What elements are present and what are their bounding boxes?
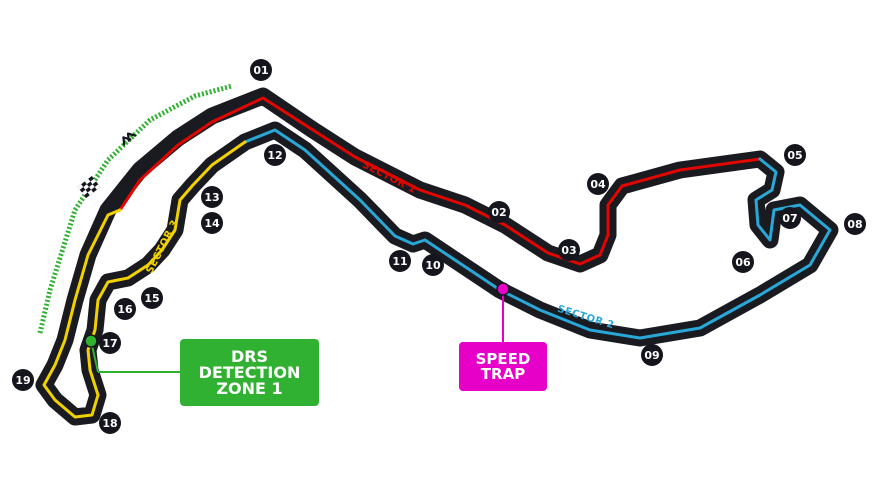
drs-line-3: ZONE 1 (216, 378, 283, 398)
turn-marker-14: 14 (201, 212, 223, 234)
turn-marker-circle (587, 173, 609, 195)
turn-marker-circle (99, 332, 121, 354)
speed-trap-badge: SPEED TRAP (459, 342, 547, 391)
speed-trap-line-2: TRAP (480, 364, 526, 383)
turn-marker-circle (250, 59, 272, 81)
turn-marker-07: 07 (779, 207, 801, 229)
turn-number-label: 19 (15, 374, 30, 387)
drs-zone-line (37, 83, 233, 334)
turn-number-label: 10 (425, 259, 441, 272)
turn-marker-17: 17 (99, 332, 121, 354)
turn-number-label: 04 (590, 178, 606, 191)
speed-trap-line-1: SPEED (475, 349, 531, 368)
speed-trap-point (496, 282, 510, 296)
turn-marker-08: 08 (844, 213, 866, 235)
turn-marker-11: 11 (389, 250, 411, 272)
sector3-label: SECTOR 3 (145, 218, 182, 275)
turn-marker-circle (779, 207, 801, 229)
sector2-line (243, 128, 832, 340)
turn-marker-06: 06 (732, 251, 754, 273)
checkered-flag-icon (77, 175, 101, 199)
turn-marker-circle (488, 201, 510, 223)
turn-number-label: 15 (144, 292, 159, 305)
turn-number-label: 17 (102, 337, 117, 350)
turn-number-label: 16 (117, 303, 133, 316)
turn-number-label: 06 (735, 256, 751, 269)
turn-marker-05: 05 (784, 144, 806, 166)
turn-marker-circle (422, 254, 444, 276)
turn-marker-12: 12 (264, 144, 286, 166)
turn-number-label: 01 (253, 64, 268, 77)
drs-detection-point (84, 334, 98, 348)
turn-marker-circle (201, 212, 223, 234)
turn-marker-01: 01 (250, 59, 272, 81)
turn-number-label: 13 (204, 191, 219, 204)
turn-marker-circle (732, 251, 754, 273)
turn-marker-circle (389, 250, 411, 272)
turn-marker-circle (558, 239, 580, 261)
turn-marker-circle (201, 186, 223, 208)
turn-number-label: 11 (392, 255, 407, 268)
turn-marker-18: 18 (99, 412, 121, 434)
turn-number-label: 12 (267, 149, 282, 162)
turn-markers: 01 02 03 04 05 06 07 08 09 10 11 12 13 14 15 16 17 18 19 (12, 59, 866, 434)
turn-number-label: 02 (491, 206, 506, 219)
turn-marker-10: 10 (422, 254, 444, 276)
turn-marker-circle (99, 412, 121, 434)
drs-line-1: DRS (230, 346, 269, 366)
turn-number-label: 05 (787, 149, 802, 162)
turn-marker-15: 15 (141, 287, 163, 309)
turn-marker-19: 19 (12, 369, 34, 391)
turn-number-label: 18 (102, 417, 117, 430)
turn-marker-circle (641, 344, 663, 366)
turn-marker-circle (141, 287, 163, 309)
turn-marker-circle (264, 144, 286, 166)
turn-marker-circle (114, 298, 136, 320)
turn-marker-circle (844, 213, 866, 235)
sector3-line (42, 140, 247, 419)
turn-marker-16: 16 (114, 298, 136, 320)
turn-marker-09: 09 (641, 344, 663, 366)
turn-number-label: 07 (782, 212, 797, 225)
turn-number-label: 03 (561, 244, 576, 257)
drs-detection-zone-badge: DRS DETECTION ZONE 1 (180, 339, 319, 406)
turn-marker-13: 13 (201, 186, 223, 208)
turn-marker-03: 03 (558, 239, 580, 261)
sector1-line (118, 96, 762, 266)
drs-line-2: DETECTION (198, 362, 301, 382)
turn-number-label: 09 (644, 349, 659, 362)
turn-marker-circle (12, 369, 34, 391)
turn-number-label: 08 (847, 218, 862, 231)
direction-chevrons-icon (122, 132, 137, 146)
turn-marker-circle (784, 144, 806, 166)
turn-marker-02: 02 (488, 201, 510, 223)
turn-marker-04: 04 (587, 173, 609, 195)
turn-number-label: 14 (204, 217, 220, 230)
